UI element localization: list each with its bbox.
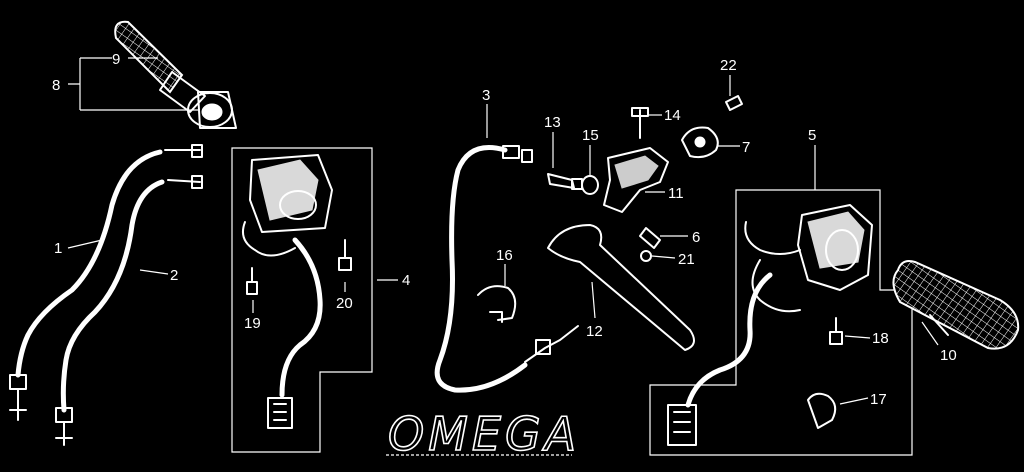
- callout-21: 21: [678, 251, 695, 268]
- callout-3: 3: [482, 87, 490, 104]
- left-switch-assembly: [231, 147, 373, 453]
- callout-2: 2: [170, 267, 178, 284]
- callout-11: 11: [668, 185, 684, 202]
- callout-16: 16: [496, 247, 513, 264]
- throttle-cables: [9, 144, 203, 446]
- callout-15: 15: [582, 127, 599, 144]
- callout-10: 10: [940, 347, 957, 364]
- callout-19: 19: [244, 315, 261, 332]
- callout-17: 17: [870, 391, 887, 408]
- mirror-holder: [681, 95, 743, 159]
- callout-1: 1: [54, 240, 62, 257]
- callout-18: 18: [872, 330, 889, 347]
- callout-22: 22: [720, 57, 737, 74]
- cable-clamp: [477, 285, 517, 323]
- throttle-grip: [114, 20, 237, 129]
- callout-5: 5: [808, 127, 816, 144]
- callout-13: 13: [544, 114, 561, 131]
- callout-14: 14: [664, 107, 681, 124]
- callout-4: 4: [402, 272, 410, 289]
- omega-watermark: OMEGA: [386, 406, 580, 462]
- callout-8: 8: [52, 77, 60, 94]
- callout-12: 12: [586, 323, 603, 340]
- right-switch-assembly: [649, 189, 913, 456]
- right-grip: [892, 260, 1020, 350]
- callout-6: 6: [692, 229, 700, 246]
- leader-lines: [67, 57, 939, 405]
- callout-labels: 8 9 1 2 3 13 15 14 22 7 5 11 6 21 12 16 …: [52, 51, 957, 408]
- clutch-cable: [434, 145, 579, 393]
- clutch-lever-assembly: [547, 107, 695, 351]
- callout-9: 9: [112, 51, 120, 68]
- watermark-text: OMEGA: [388, 407, 580, 461]
- callout-7: 7: [742, 139, 750, 156]
- callout-20: 20: [336, 295, 353, 312]
